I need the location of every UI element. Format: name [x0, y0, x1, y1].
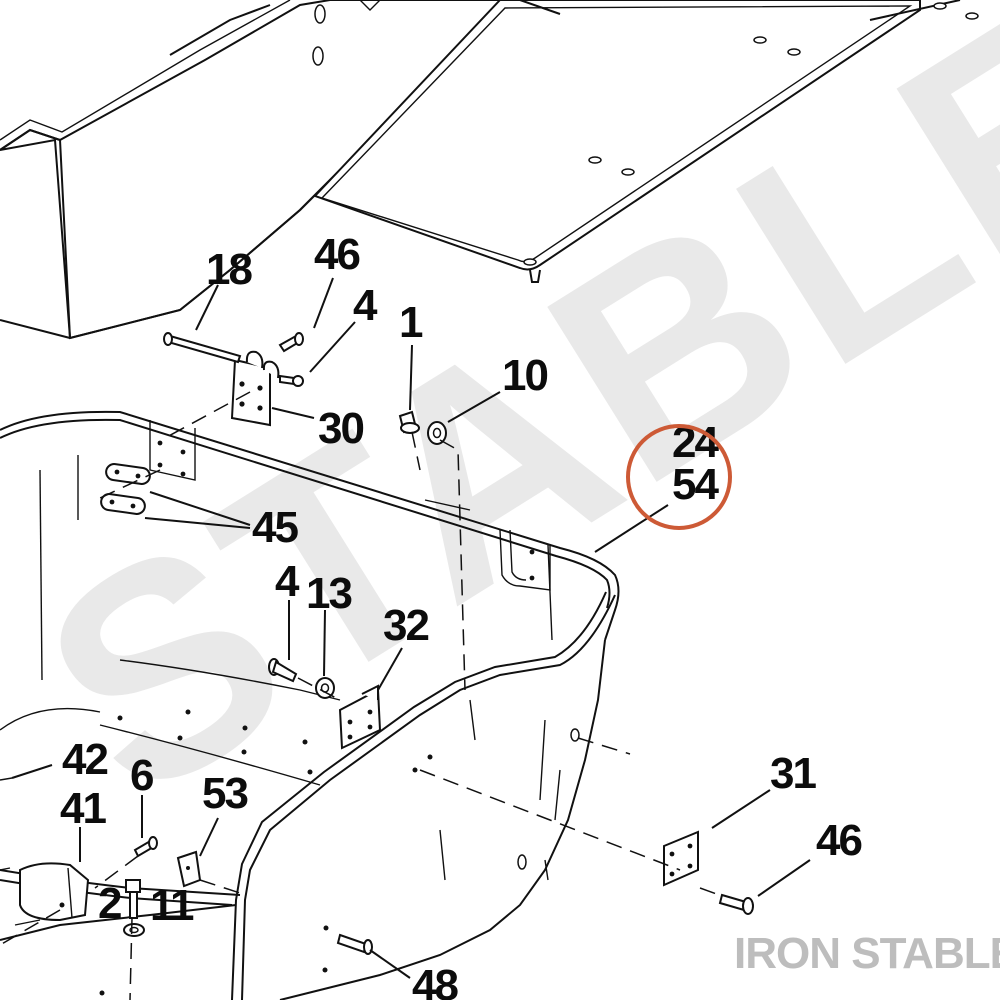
callout-31: 31 [770, 749, 816, 798]
hinge-pin-18 [163, 332, 242, 364]
bolt-4-middle [268, 658, 298, 683]
callout-11: 11 [150, 881, 194, 930]
callout-45: 45 [252, 503, 298, 552]
screw-4-top [279, 374, 304, 387]
callout-54: 54 [672, 460, 719, 509]
callout-42: 42 [62, 735, 107, 784]
callout-10: 10 [502, 351, 547, 400]
callout-32: 32 [383, 601, 428, 650]
callout-6: 6 [130, 751, 153, 800]
callout-48: 48 [412, 961, 458, 1000]
callout-labels: 18 46 4 1 10 30 24 54 45 4 13 32 42 6 41… [60, 230, 863, 1000]
highlight-circle [626, 424, 732, 530]
bolt-1 [398, 410, 420, 434]
callout-4-top: 4 [353, 281, 378, 330]
spacers-45 [100, 463, 151, 515]
callout-13: 13 [306, 569, 351, 618]
screw-6 [133, 836, 158, 858]
screw-46-bottom [718, 893, 754, 915]
hinge-bracket-30 [230, 350, 280, 427]
screw-46-top [278, 332, 304, 353]
leader-lines [11, 277, 811, 979]
callout-46-bottom: 46 [816, 816, 861, 865]
callout-18: 18 [206, 245, 252, 294]
callout-41: 41 [60, 784, 106, 833]
upper-right-plate [313, 0, 979, 283]
callout-2: 2 [98, 879, 121, 928]
callout-4-middle: 4 [275, 557, 300, 606]
bracket-32 [338, 684, 382, 750]
callout-30: 30 [318, 404, 363, 453]
callout-46-top: 46 [314, 230, 359, 279]
washer-11 [123, 923, 145, 937]
screw-48 [323, 925, 373, 955]
washer-10 [427, 421, 447, 445]
washer-13 [315, 677, 335, 699]
bolt-2 [125, 879, 141, 919]
alignment-lines [0, 391, 723, 1000]
saddlebag-body [0, 410, 620, 1000]
callout-53: 53 [202, 769, 247, 818]
latch-41 [0, 862, 90, 926]
callout-1: 1 [399, 298, 423, 347]
watermark-corner-text: IRON STABLE [734, 929, 1000, 978]
plate-31 [663, 830, 699, 887]
